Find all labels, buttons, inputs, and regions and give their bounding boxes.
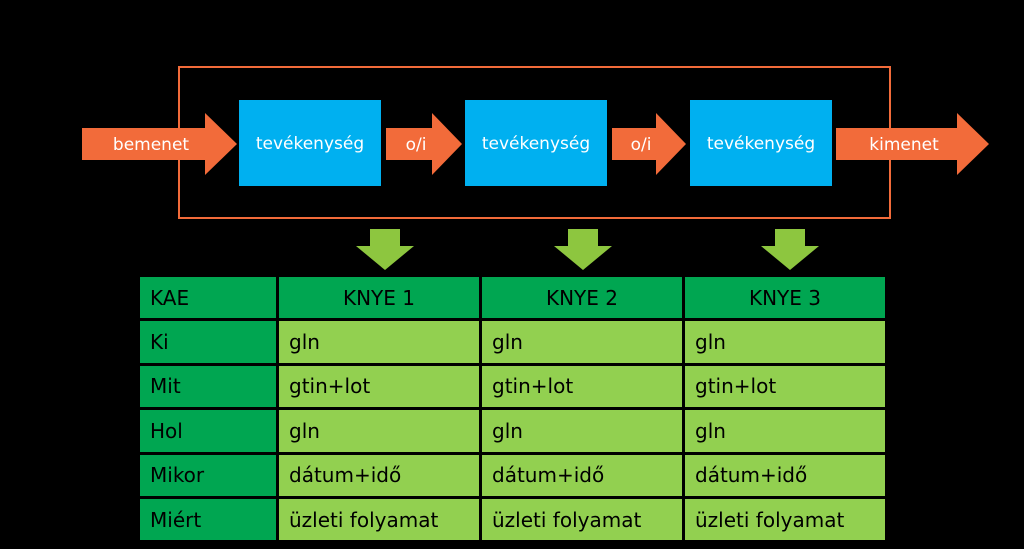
table-cell: gln: [685, 321, 885, 363]
table-row: Hol gln gln gln: [140, 410, 885, 452]
table-row: Mikor dátum+idő dátum+idő dátum+idő: [140, 454, 885, 496]
output-arrow: kimenet: [836, 113, 989, 175]
input-arrow: bemenet: [82, 113, 237, 175]
table-cell: gtin+lot: [482, 365, 682, 408]
input-label: bemenet: [113, 135, 190, 155]
kae-table: KAE KNYE 1 KNYE 2 KNYE 3 Ki gln gln gln …: [137, 274, 888, 543]
down-arrow-2: [554, 229, 612, 270]
connector-label-2: o/i: [631, 135, 652, 155]
row-header: Mit: [140, 365, 276, 408]
table-cell: üzleti folyamat: [279, 498, 479, 541]
activity-box-3: tevékenység: [690, 100, 832, 186]
table-row: Ki gln gln gln: [140, 321, 885, 363]
table-cell: gtin+lot: [685, 365, 885, 408]
table-row: Mit gtin+lot gtin+lot gtin+lot: [140, 365, 885, 408]
table-cell: dátum+idő: [482, 454, 682, 496]
activity-label-3: tevékenység: [707, 134, 815, 154]
connector-label-1: o/i: [406, 135, 427, 155]
table-cell: üzleti folyamat: [482, 498, 682, 541]
column-header-knye-3: KNYE 3: [685, 277, 885, 319]
row-header: Miért: [140, 498, 276, 541]
table-cell: dátum+idő: [685, 454, 885, 496]
table-cell: gln: [279, 321, 479, 363]
activity-box-1: tevékenység: [239, 100, 381, 186]
table-cell: gln: [482, 410, 682, 452]
output-label: kimenet: [869, 135, 939, 155]
table-cell: üzleti folyamat: [685, 498, 885, 541]
down-arrow-1: [356, 229, 414, 270]
table-cell: dátum+idő: [279, 454, 479, 496]
row-header: Hol: [140, 410, 276, 452]
table-header-row: KAE KNYE 1 KNYE 2 KNYE 3: [140, 277, 885, 319]
column-header-knye-2: KNYE 2: [482, 277, 682, 319]
table-corner-header: KAE: [140, 277, 276, 319]
activity-box-2: tevékenység: [465, 100, 607, 186]
table-row: Miért üzleti folyamat üzleti folyamat üz…: [140, 498, 885, 541]
activity-label-2: tevékenység: [482, 134, 590, 154]
table-cell: gln: [685, 410, 885, 452]
down-arrow-3: [761, 229, 819, 270]
table-cell: gln: [279, 410, 479, 452]
connector-arrow-1: o/i: [386, 113, 462, 175]
column-header-knye-1: KNYE 1: [279, 277, 479, 319]
row-header: Mikor: [140, 454, 276, 496]
activity-label-1: tevékenység: [256, 134, 364, 154]
table-cell: gtin+lot: [279, 365, 479, 408]
table-cell: gln: [482, 321, 682, 363]
row-header: Ki: [140, 321, 276, 363]
connector-arrow-2: o/i: [612, 113, 686, 175]
